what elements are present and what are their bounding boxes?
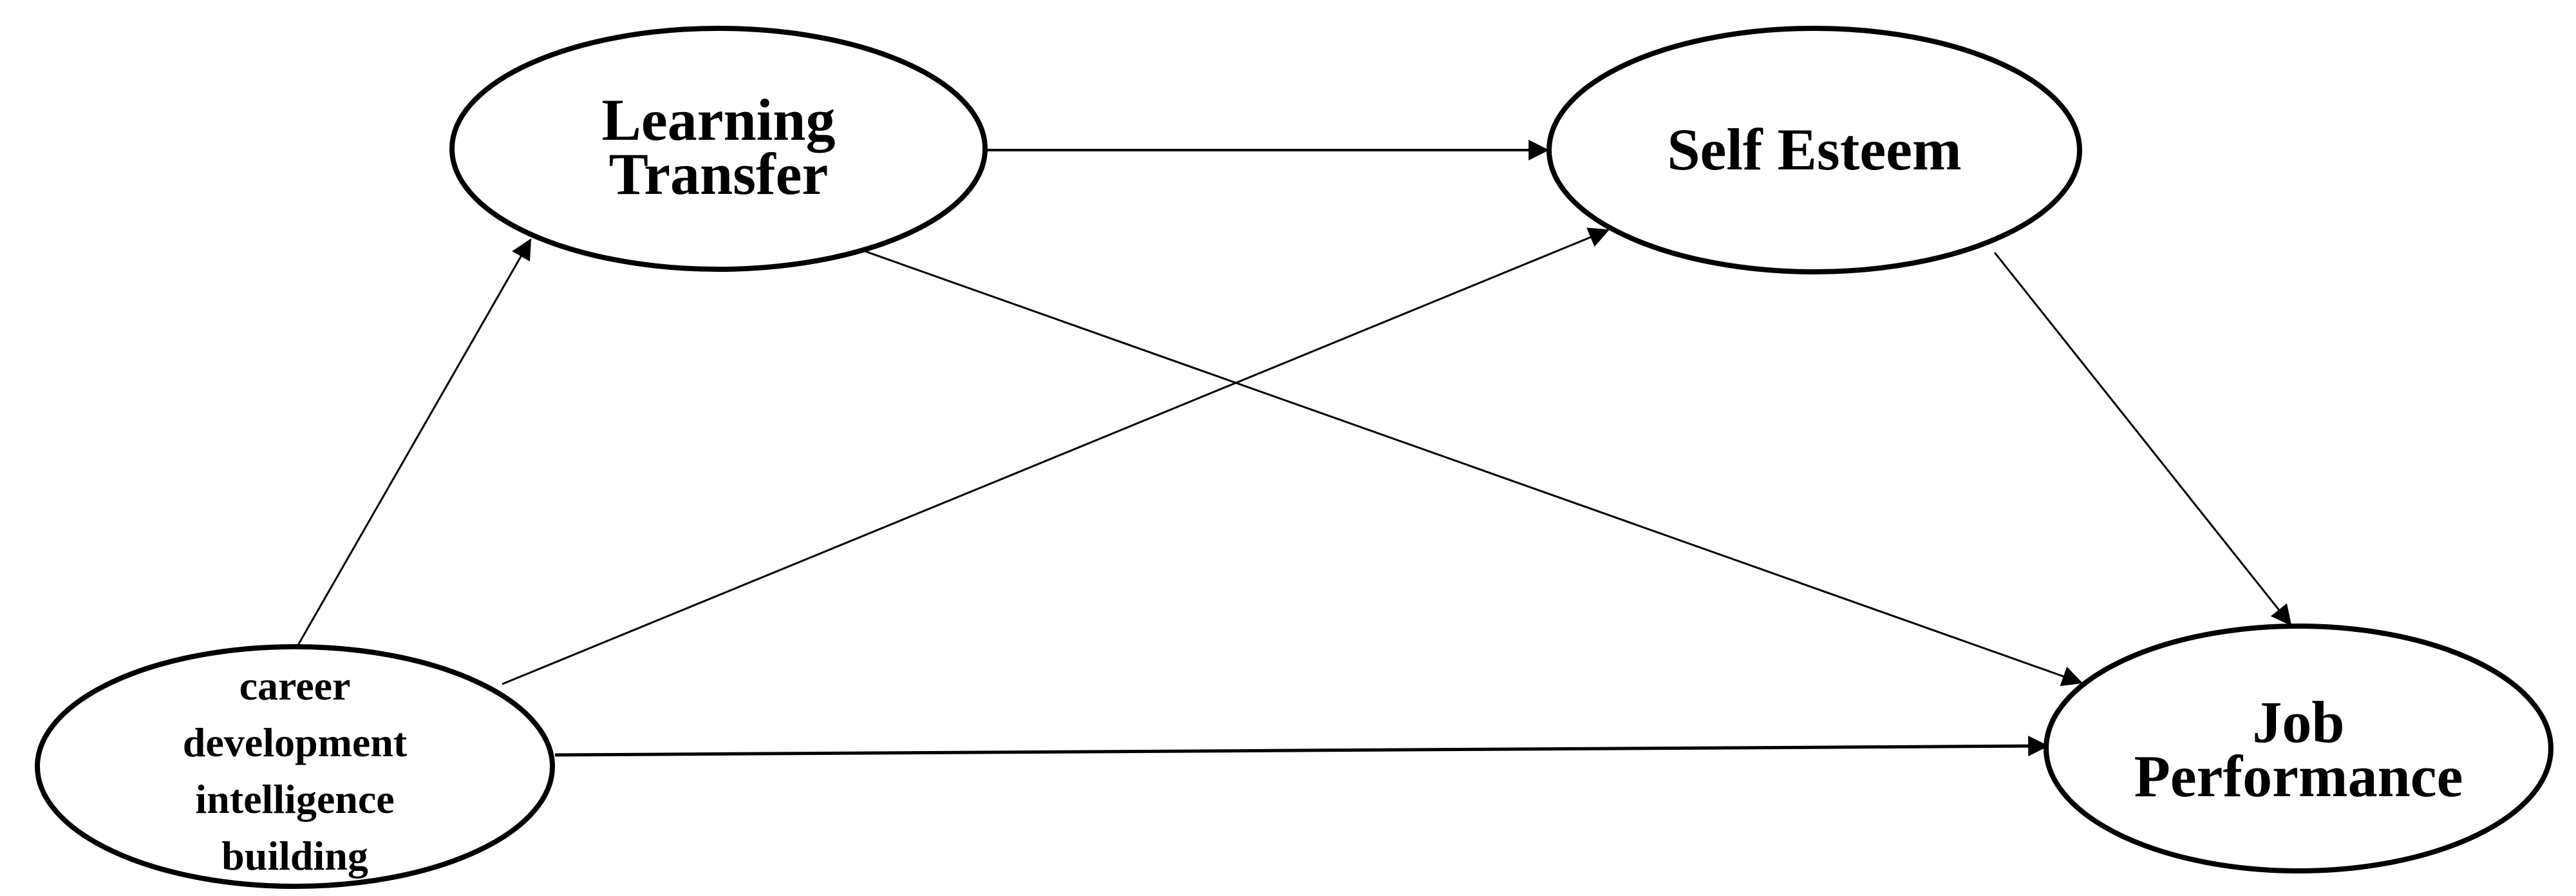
node-job-performance-ellipse: [2044, 624, 2553, 873]
node-self-esteem-ellipse: [1547, 26, 2082, 274]
node-self-esteem: Self Esteem: [1547, 26, 2082, 274]
node-learning-transfer-ellipse: [449, 26, 988, 272]
edges-layer: [296, 140, 2292, 757]
edge-career-development-intelligence-building-to-learning-transfer: [296, 238, 532, 647]
node-self-esteem-label: Self Esteem: [1667, 117, 1961, 182]
edge-career-development-intelligence-building-to-job-performance: [554, 736, 2049, 757]
edge-learning-transfer-to-job-performance: [857, 247, 2083, 687]
edge-career-development-intelligence-building-to-self-esteem: [502, 227, 1610, 685]
node-career-development-intelligence-building-ellipse: [35, 644, 555, 889]
edge-self-esteem-to-job-performance: [1993, 252, 2292, 626]
